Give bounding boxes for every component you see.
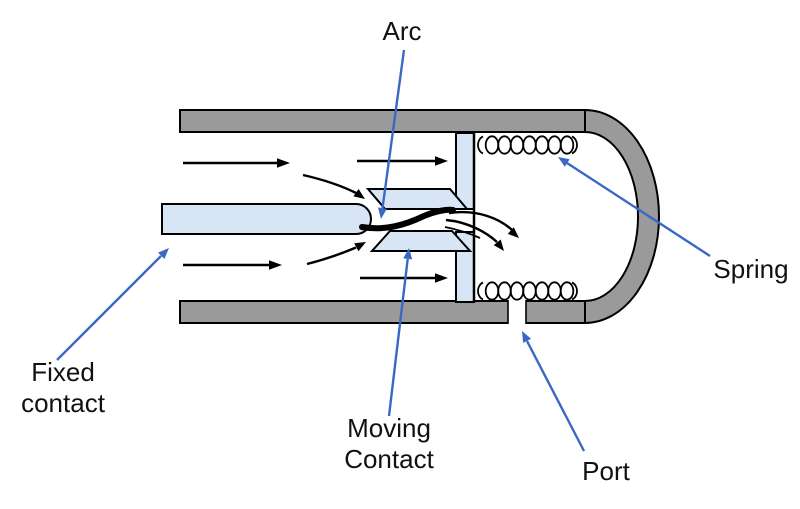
fixed-contact-label: Fixed contact xyxy=(21,357,105,418)
arc-shape xyxy=(359,206,456,232)
flow-arrows xyxy=(183,156,519,283)
port-pointer-arrow xyxy=(522,331,586,452)
nozzle-upper-arm xyxy=(365,188,470,210)
moving-contact-label: Moving Contact xyxy=(344,413,434,474)
piston-upper xyxy=(455,132,475,210)
moving-contact-pointer-arrow xyxy=(387,248,413,417)
flow-arrow-upper-mid xyxy=(357,156,448,166)
port-gap xyxy=(508,299,526,325)
fixed-contact-pointer-arrow xyxy=(56,248,169,361)
moving-contact-shape xyxy=(365,132,476,303)
housing-end-cap xyxy=(584,108,660,325)
port-label: Port xyxy=(582,456,630,486)
pointer-arrows xyxy=(56,49,711,452)
spring-bottom xyxy=(477,281,578,301)
flow-arrow-lower-mid xyxy=(360,273,448,283)
flow-arrow-upper-left xyxy=(183,158,290,168)
housing-top-wall xyxy=(179,109,586,133)
flow-arrow-into-nozzle-top xyxy=(302,173,365,199)
flow-line-exhaust-3 xyxy=(444,226,481,239)
spring-pointer-arrow xyxy=(558,157,711,258)
flow-arrow-lower-left xyxy=(183,260,282,270)
fixed-contact-shape xyxy=(161,203,372,235)
arc-pointer-arrow xyxy=(378,49,406,219)
nozzle-lower-arm xyxy=(369,230,473,252)
flow-arrow-exhaust-2 xyxy=(445,218,504,251)
spring-top xyxy=(477,135,578,155)
flow-arrow-into-nozzle-bottom xyxy=(306,242,366,266)
arc-label: Arc xyxy=(382,16,422,46)
port-opening xyxy=(507,299,527,325)
flow-arrow-exhaust-1 xyxy=(448,210,519,238)
spring-label: Spring xyxy=(713,254,789,284)
